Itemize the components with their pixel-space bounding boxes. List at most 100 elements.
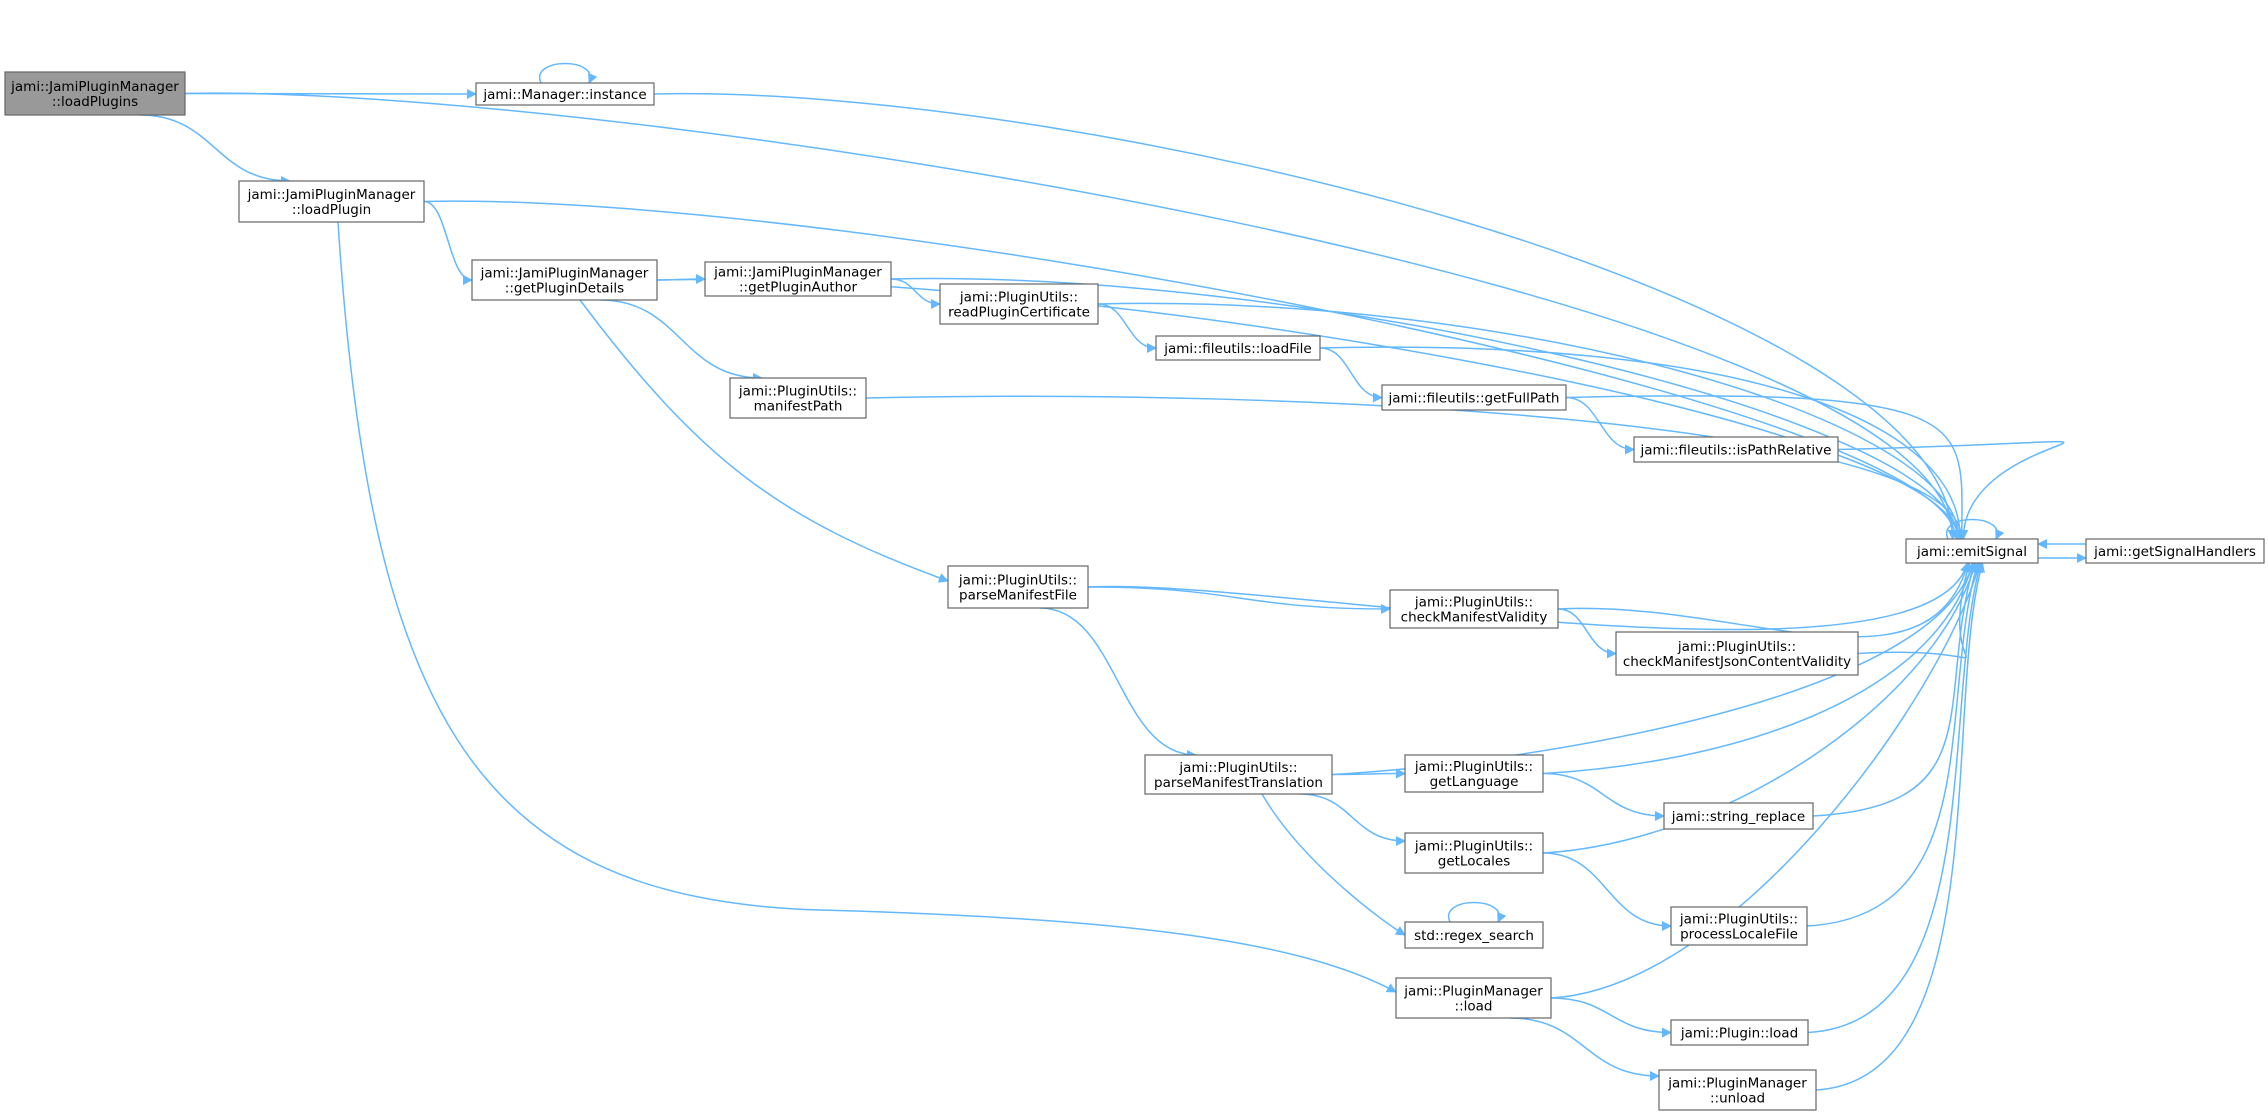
edge-readPluginCertificate-to-loadFile (1097, 303, 1157, 353)
edge-readPluginCertificate-to-emitSignal (1097, 302, 1964, 540)
edge-managerInstance-to-managerInstance (538, 62, 598, 84)
node-label: jami::fileutils::getFullPath (1388, 391, 1560, 407)
node-checkManifestValidity[interactable]: jami::PluginUtils::checkManifestValidity (1389, 589, 1559, 629)
edge-loadPlugin-to-pluginManagerLoad (337, 221, 1397, 993)
node-getSignalHandlers[interactable]: jami::getSignalHandlers (2085, 538, 2265, 564)
node-getPluginDetails[interactable]: jami::JamiPluginManager::getPluginDetail… (471, 259, 658, 301)
edge-loadPlugin-to-getPluginDetails (423, 200, 473, 285)
node-box (1633, 436, 1839, 463)
edge-getLocales-to-emitSignal (1542, 562, 1978, 854)
node-box (238, 180, 425, 223)
edge-getPluginDetails-to-manifestPath (599, 299, 763, 383)
node-box (1404, 754, 1544, 793)
node-label: jami::PluginManager (1667, 1076, 1807, 1092)
edge-pluginManagerLoad-to-pluginLoad (1550, 997, 1672, 1038)
node-box (1658, 1069, 1817, 1111)
node-box (4, 71, 186, 116)
node-box (1404, 921, 1544, 949)
node-managerInstance[interactable]: jami::Manager::instance (475, 82, 655, 106)
node-manifestPath[interactable]: jami::PluginUtils::manifestPath (729, 377, 867, 419)
edge-pluginManagerLoad-to-pluginManagerUnload (1509, 1017, 1660, 1081)
edge-loadPlugins-to-loadPlugin (139, 114, 291, 186)
node-label: jami::PluginUtils:: (1414, 839, 1533, 855)
node-label: ::loadPlugins (52, 94, 138, 110)
node-parseManifestTranslation[interactable]: jami::PluginUtils::parseManifestTranslat… (1144, 754, 1333, 795)
node-parseManifestFile[interactable]: jami::PluginUtils::parseManifestFile (947, 565, 1089, 609)
node-label: ::unload (1710, 1091, 1765, 1107)
edge-getLanguage-to-emitSignal (1542, 562, 1976, 775)
node-label: jami::JamiPluginManager (10, 79, 179, 95)
edge-loadPlugins-to-managerInstance (184, 88, 477, 99)
node-stringReplace[interactable]: jami::string_replace (1663, 802, 1814, 830)
node-label: ::load (1455, 999, 1493, 1015)
node-label: jami::Manager::instance (482, 87, 646, 103)
edge-getPluginAuthor-to-readPluginCertificate (890, 278, 941, 309)
node-regexSearch[interactable]: std::regex_search (1404, 921, 1544, 949)
edge-parseManifestTranslation-to-getLocales (1299, 793, 1406, 846)
edge-stringReplace-to-emitSignal (1812, 562, 1977, 817)
node-label: jami::string_replace (1671, 809, 1805, 825)
node-label: processLocaleFile (1680, 927, 1798, 943)
edge-managerInstance-to-emitSignal (653, 92, 1958, 540)
edge-getFullPath-to-emitSignal (1565, 395, 1967, 540)
node-label: jami::getSignalHandlers (2093, 544, 2256, 560)
node-label: jami::JamiPluginManager (713, 265, 882, 281)
node-readPluginCertificate[interactable]: jami::PluginUtils::readPluginCertificate (939, 283, 1099, 325)
node-box (1670, 906, 1808, 946)
node-getFullPath[interactable]: jami::fileutils::getFullPath (1381, 384, 1567, 411)
edge-getFullPath-to-isPathRelative (1565, 396, 1635, 455)
node-getLocales[interactable]: jami::PluginUtils::getLocales (1404, 832, 1544, 874)
edge-parseManifestTranslation-to-getLanguage (1331, 768, 1406, 779)
node-box (1381, 384, 1567, 411)
node-label: checkManifestJsonContentValidity (1623, 654, 1851, 670)
edge-regexSearch-to-regexSearch (1447, 901, 1507, 923)
node-loadPlugin[interactable]: jami::JamiPluginManager::loadPlugin (238, 180, 425, 223)
edge-processLocaleFile-to-emitSignal (1806, 562, 1980, 927)
edge-emitSignal-to-emitSignal (1945, 518, 2005, 540)
node-box (1905, 538, 2039, 564)
node-box (471, 259, 658, 301)
node-getLanguage[interactable]: jami::PluginUtils::getLanguage (1404, 754, 1544, 793)
node-label: jami::JamiPluginManager (480, 266, 649, 282)
node-label: ::getPluginDetails (505, 281, 624, 297)
node-label: jami::fileutils::loadFile (1163, 341, 1312, 357)
node-label: readPluginCertificate (948, 305, 1090, 321)
node-box (1615, 631, 1859, 676)
node-box (1395, 977, 1552, 1019)
node-box (1155, 335, 1321, 361)
node-label: getLanguage (1430, 774, 1519, 790)
edge-getPluginDetails-to-parseManifestFile (579, 299, 949, 583)
node-pluginManagerLoad[interactable]: jami::PluginManager::load (1395, 977, 1552, 1019)
node-label: jami::PluginUtils:: (1679, 912, 1798, 928)
edge-loadPlugin-to-emitSignal (423, 200, 1961, 540)
node-label: checkManifestValidity (1401, 610, 1548, 626)
node-label: jami::PluginUtils:: (958, 573, 1077, 589)
node-isPathRelative[interactable]: jami::fileutils::isPathRelative (1633, 436, 1839, 463)
node-label: jami::emitSignal (1916, 544, 2027, 560)
node-label: jami::fileutils::isPathRelative (1640, 443, 1832, 459)
node-box (704, 261, 892, 297)
edge-loadFile-to-getFullPath (1319, 347, 1383, 403)
edge-loadPlugins-to-emitSignal (184, 92, 1958, 540)
node-processLocaleFile[interactable]: jami::PluginUtils::processLocaleFile (1670, 906, 1808, 946)
node-pluginManagerUnload[interactable]: jami::PluginManager::unload (1658, 1069, 1817, 1111)
node-box (475, 82, 655, 106)
node-label: getLocales (1438, 854, 1511, 870)
node-emitSignal[interactable]: jami::emitSignal (1905, 538, 2039, 564)
node-checkManifestJsonContentValidity[interactable]: jami::PluginUtils::checkManifestJsonCont… (1615, 631, 1859, 676)
node-pluginLoad[interactable]: jami::Plugin::load (1670, 1019, 1809, 1046)
node-loadFile[interactable]: jami::fileutils::loadFile (1155, 335, 1321, 361)
node-getPluginAuthor[interactable]: jami::JamiPluginManager::getPluginAuthor (704, 261, 892, 297)
edge-manifestPath-to-emitSignal (865, 395, 1967, 540)
edge-pluginManagerUnload-to-emitSignal (1815, 562, 1985, 1091)
edge-loadFile-to-emitSignal (1319, 346, 1966, 540)
node-box (947, 565, 1089, 609)
node-label: ::getPluginAuthor (739, 280, 857, 296)
node-label: jami::PluginUtils:: (738, 384, 857, 400)
edge-getLocales-to-processLocaleFile (1542, 852, 1672, 931)
call-edges (139, 62, 2087, 1091)
node-box (2085, 538, 2265, 564)
node-loadPlugins[interactable]: jami::JamiPluginManager::loadPlugins (4, 71, 186, 116)
edge-pluginLoad-to-emitSignal (1807, 562, 1984, 1034)
edge-checkManifestValidity-to-checkManifestJsonContentValidity (1557, 608, 1617, 659)
